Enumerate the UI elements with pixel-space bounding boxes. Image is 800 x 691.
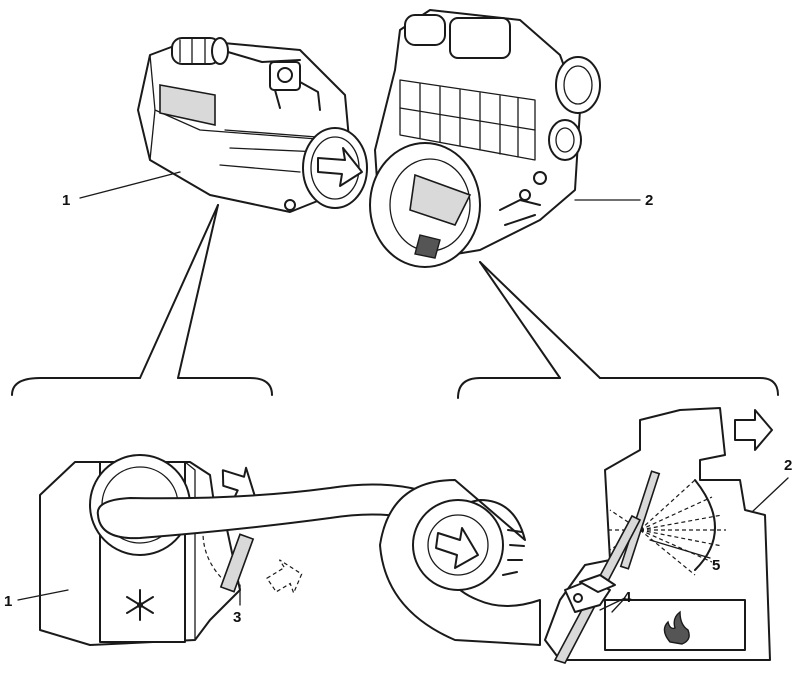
label-top-right-unit: 2 <box>645 192 653 209</box>
callout-bracket-right <box>457 261 779 399</box>
evaporator-outlet-ring <box>302 127 368 209</box>
label-bottom-right-unit: 2 <box>784 457 792 474</box>
evaporator-housing-schematic <box>39 454 241 646</box>
heater-housing-schematic <box>544 407 773 664</box>
blower-arrow <box>435 527 479 569</box>
blower-housing-illustration <box>369 142 481 268</box>
label-part-3: 3 <box>233 609 241 626</box>
blower-scroll-schematic <box>379 479 541 646</box>
label-part-4: 4 <box>623 589 632 606</box>
outlet-arrow <box>734 409 773 451</box>
leader-line-4 <box>599 597 626 613</box>
callout-bracket-left <box>11 204 273 396</box>
label-top-left-unit: 1 <box>62 192 70 209</box>
receiver-drier-illustration <box>171 37 301 65</box>
air-door-3 <box>219 533 255 593</box>
evaporator-unit-illustration <box>137 37 368 213</box>
label-part-5: 5 <box>712 557 720 574</box>
flame-icon <box>663 610 690 645</box>
leader-line-bottom-2 <box>751 477 789 513</box>
leader-line-bottom-1 <box>17 589 69 601</box>
expansion-valve-illustration <box>269 61 321 111</box>
fresh-air-arrow-dashed <box>266 559 303 595</box>
door-linkage-4 <box>553 514 642 664</box>
leader-line-5 <box>649 539 711 559</box>
label-bottom-left-unit: 1 <box>4 593 12 610</box>
heater-unit-illustration <box>369 9 601 268</box>
snowflake-icon <box>126 589 154 621</box>
leader-line-top-1 <box>79 171 181 199</box>
